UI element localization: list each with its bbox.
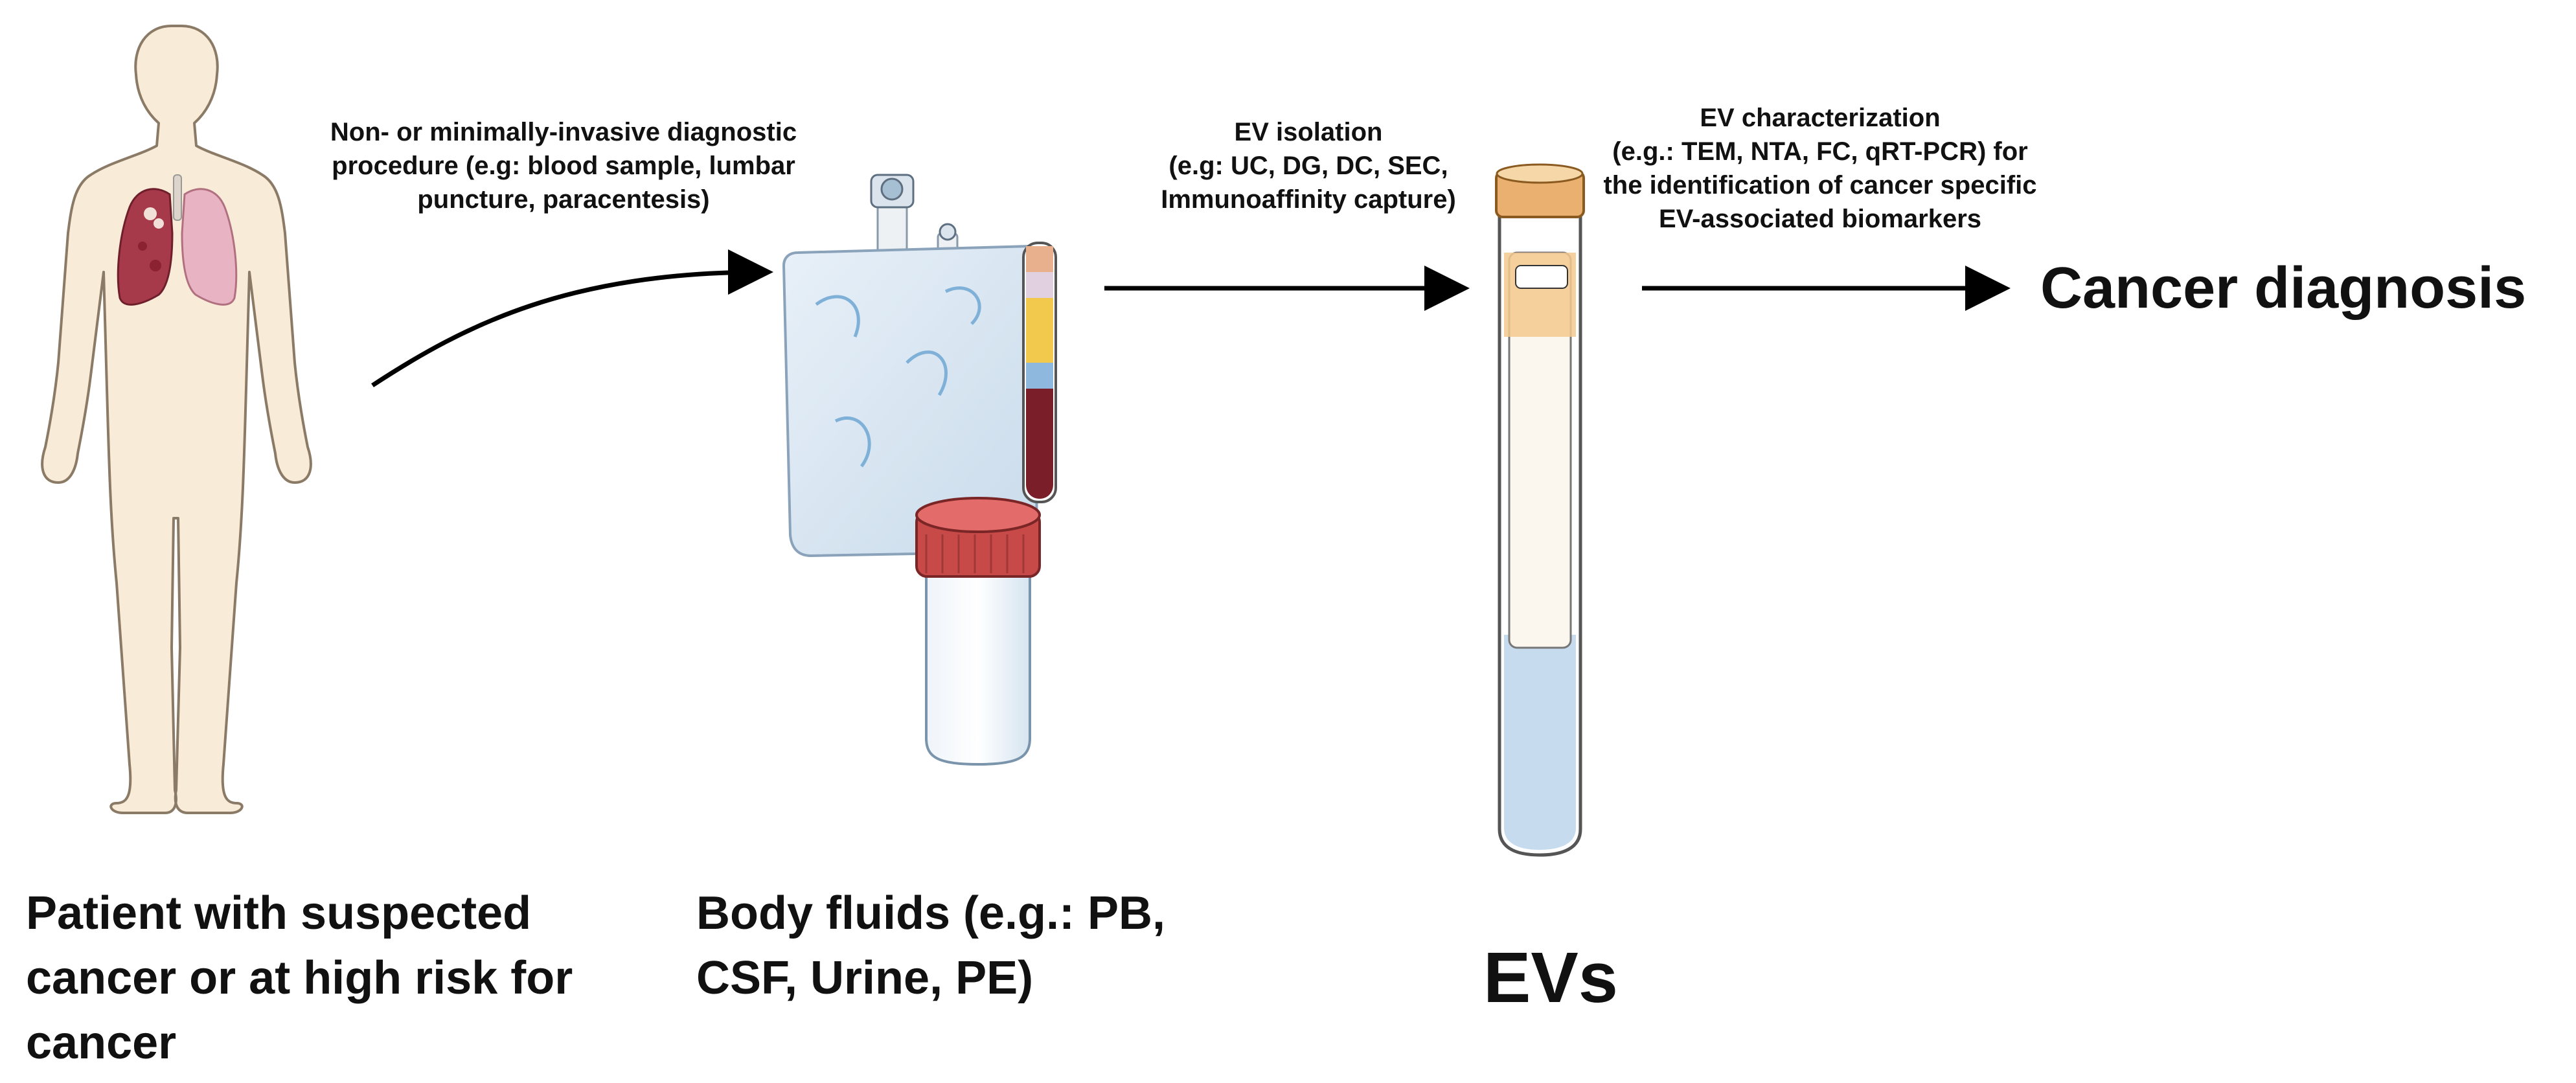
procedure-note: Non- or minimally-invasive diagnostic pr… [298,115,829,216]
lungs-icon [117,174,238,306]
isolation-note: EV isolation (e.g: UC, DG, DC, SEC, Immu… [1127,115,1490,216]
cancer-diagnosis-text: Cancer diagnosis [2040,256,2527,321]
patient-text: Patient with suspected cancer or at high… [26,887,573,1069]
ev-test-tube-icon [1495,163,1585,857]
specimen-jar-icon [915,497,1041,766]
evs-text: EVs [1483,938,1618,1018]
procedure-text: Non- or minimally-invasive diagnostic pr… [330,118,797,214]
fluids-label: Body fluids (e.g.: PB, CSF, Urine, PE) [696,881,1227,1010]
human-body-icon [41,25,312,814]
characterization-text: EV characterization (e.g.: TEM, NTA, FC,… [1603,104,2037,233]
characterization-note: EV characterization (e.g.: TEM, NTA, FC,… [1567,101,2073,236]
cancer-diagnosis-label: Cancer diagnosis [2040,253,2571,324]
blood-tube-icon [1022,242,1057,503]
arrow-procedure [371,249,773,387]
patient-label: Patient with suspected cancer or at high… [26,881,609,1075]
iv-bag-icon [782,174,1042,558]
fluids-text: Body fluids (e.g.: PB, CSF, Urine, PE) [696,887,1166,1004]
evs-label: EVs [1483,939,1742,1017]
isolation-text: EV isolation (e.g: UC, DG, DC, SEC, Immu… [1161,118,1456,214]
